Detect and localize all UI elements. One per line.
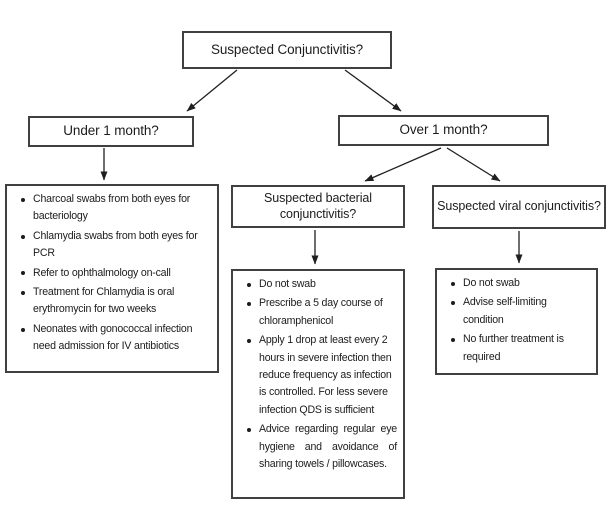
node-label: Suspected bacterial conjunctivitis? [264, 190, 372, 221]
node-suspected-conjunctivitis: Suspected Conjunctivitis? [182, 31, 392, 69]
node-label: Suspected Conjunctivitis? [210, 41, 364, 57]
bullet-item: Refer to ophthalmology on-call [19, 265, 208, 282]
bullet-item: Do not swab [245, 276, 397, 293]
node-label: Over 1 month? [399, 122, 488, 138]
under-1-month-actions-list: Charcoal swabs from both eyes for bacter… [7, 186, 217, 363]
bullet-item: Do not swab [449, 275, 590, 292]
node-under-1-month: Under 1 month? [28, 116, 194, 147]
under-1-month-actions-box: Charcoal swabs from both eyes for bacter… [5, 184, 219, 373]
arrow-root-to-over [344, 69, 402, 112]
bullet-item: Charcoal swabs from both eyes for bacter… [19, 191, 208, 226]
bullet-item: Neonates with gonococcal infection need … [19, 321, 208, 356]
bullet-item: Chlamydia swabs from both eyes for PCR [19, 228, 208, 263]
arrow-root-to-under [186, 69, 238, 112]
node-suspected-bacterial: Suspected bacterial conjunctivitis? [231, 185, 405, 228]
node-over-1-month: Over 1 month? [338, 115, 549, 146]
arrow-over-to-bacterial [364, 147, 442, 182]
node-suspected-viral: Suspected viral conjunctivitis? [432, 185, 606, 229]
bullet-item: Advice regarding regular eye hygiene and… [245, 421, 397, 473]
bullet-item: Advise self-limiting condition [449, 294, 590, 329]
bullet-item: Prescribe a 5 day course of chlorampheni… [245, 295, 397, 330]
bullet-item: Apply 1 drop at least every 2 hours in s… [245, 332, 397, 419]
arrow-over-to-viral [446, 147, 501, 182]
bullet-item: No further treatment is required [449, 331, 590, 366]
bullet-item: Treatment for Chlamydia is oral erythrom… [19, 284, 208, 319]
node-label: Suspected viral conjunctivitis? [437, 199, 601, 214]
node-label: Under 1 month? [63, 123, 159, 139]
